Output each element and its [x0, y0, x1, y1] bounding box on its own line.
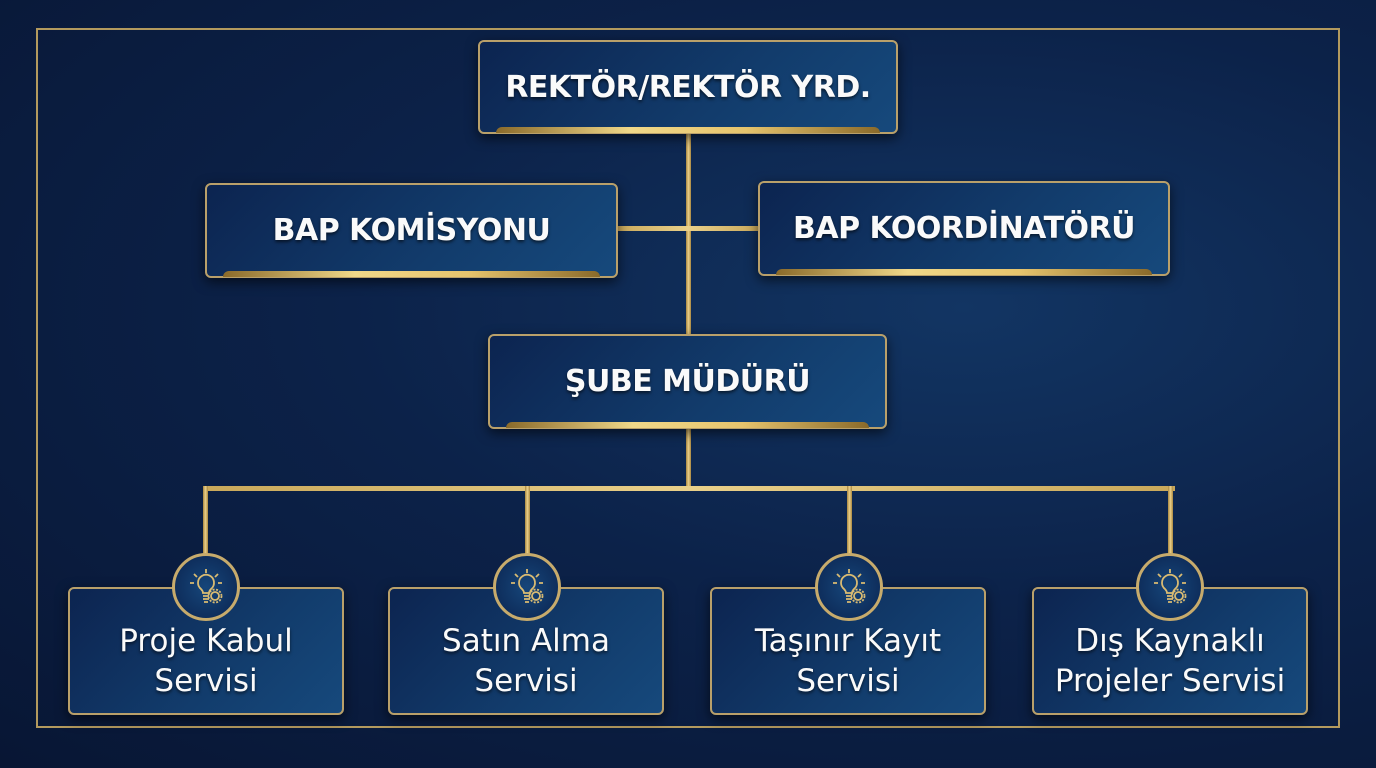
- service-label-line1: Proje Kabul: [119, 623, 293, 659]
- lightbulb-gear-icon: [815, 553, 883, 621]
- connector-drop-1: [203, 486, 208, 556]
- node-branch-manager-label: ŞUBE MÜDÜRÜ: [564, 364, 811, 399]
- service-label-line1: Taşınır Kayıt: [754, 623, 942, 659]
- lightbulb-gear-icon: [172, 553, 240, 621]
- service-label-line1: Dış Kaynaklı: [1075, 623, 1265, 659]
- service-label-line2: Projeler Servisi: [1054, 663, 1286, 699]
- connector-drop-3: [847, 486, 852, 556]
- lightbulb-gear-icon: [1136, 553, 1204, 621]
- outer-frame: [36, 28, 1340, 728]
- service-label-line2: Servisi: [796, 663, 900, 699]
- node-bap-coordinator-label: BAP KOORDİNATÖRÜ: [792, 211, 1136, 246]
- node-branch-manager: ŞUBE MÜDÜRÜ: [488, 334, 887, 429]
- service-label-line2: Servisi: [474, 663, 578, 699]
- node-bap-committee: BAP KOMİSYONU: [205, 183, 618, 278]
- connector-drop-4: [1168, 486, 1173, 556]
- node-service: Dış Kaynaklı Projeler Servisi: [1032, 587, 1308, 715]
- node-rector-label: REKTÖR/REKTÖR YRD.: [505, 69, 871, 105]
- service-label-line1: Satın Alma: [442, 623, 610, 659]
- connector-drop-2: [525, 486, 530, 556]
- connector-middle-to-bus: [686, 428, 691, 490]
- service-label-line2: Servisi: [154, 663, 258, 699]
- connector-top-to-middle: [686, 132, 691, 336]
- node-rector: REKTÖR/REKTÖR YRD.: [478, 40, 898, 134]
- node-bap-committee-label: BAP KOMİSYONU: [272, 213, 551, 248]
- connector-committee-coordinator: [616, 226, 760, 231]
- connector-bus: [203, 486, 1175, 491]
- node-bap-coordinator: BAP KOORDİNATÖRÜ: [758, 181, 1170, 276]
- lightbulb-gear-icon: [493, 553, 561, 621]
